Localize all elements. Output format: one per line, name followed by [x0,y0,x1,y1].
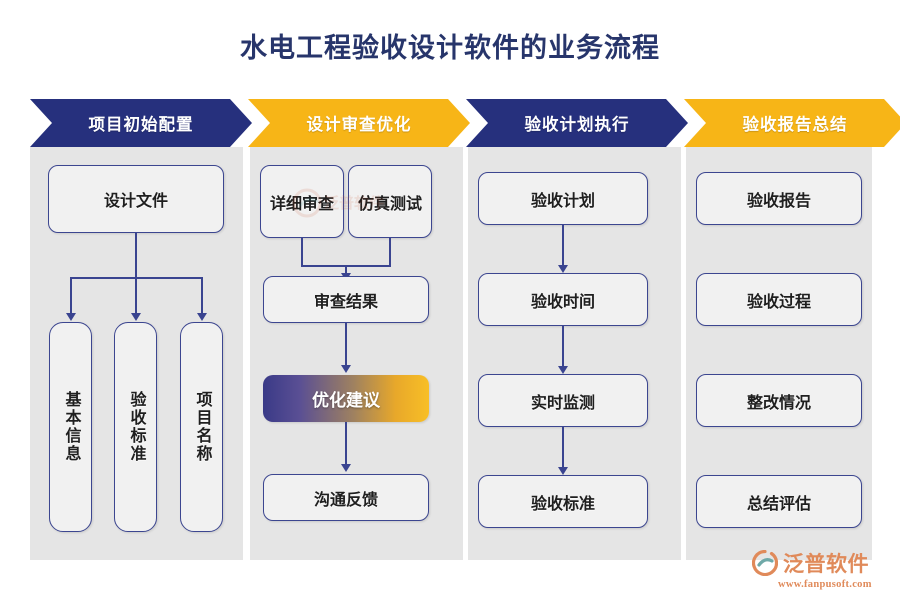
node-review-result[interactable]: 审查结果 [263,276,429,323]
node-rectification-status[interactable]: 整改情况 [696,374,862,427]
connector-col3-3 [562,427,564,469]
connector-col2-to-feedback [345,422,347,466]
page-title: 水电工程验收设计软件的业务流程 [240,33,660,63]
connector-col1-branch-mid [135,277,137,315]
node-simulation-test[interactable]: 仿真测试 [348,165,432,238]
connector-col1-branch-left [70,277,72,315]
connector-col2-merge-stem [345,265,347,275]
node-acceptance-process[interactable]: 验收过程 [696,273,862,326]
logo-name: 泛普软件 [783,553,869,576]
node-communication-feedback[interactable]: 沟通反馈 [263,474,429,521]
stage-banner-4[interactable]: 验收报告总结 [684,99,900,147]
stage-banner-2[interactable]: 设计审查优化 [248,99,470,147]
node-optimization-suggestion[interactable]: 优化建议 [263,375,429,422]
node-acceptance-standard-col1[interactable]: 验收标准 [114,322,157,532]
node-acceptance-time[interactable]: 验收时间 [478,273,648,326]
connector-col3-2 [562,326,564,368]
stage-banner-3[interactable]: 验收计划执行 [466,99,688,147]
stage-banner-row: 项目初始配置 设计审查优化 验收计划执行 验收报告总结 [0,99,900,147]
connector-col2-left-drop [301,238,303,266]
connector-col1-branch-right [201,277,203,315]
logo-url: www.fanpusoft.com [778,579,872,590]
fanpu-swoosh-icon [752,550,778,576]
arrowhead-col1-left [66,313,76,321]
node-design-file[interactable]: 设计文件 [48,165,224,233]
connector-col3-1 [562,225,564,267]
arrowhead-col2-feedback [341,464,351,472]
node-acceptance-report[interactable]: 验收报告 [696,172,862,225]
arrowhead-col1-mid [131,313,141,321]
arrowhead-col1-right [197,313,207,321]
node-acceptance-standard-col3[interactable]: 验收标准 [478,475,648,528]
arrowhead-col2-highlight [341,365,351,373]
node-project-name[interactable]: 项目名称 [180,322,223,532]
connector-col1-trunk [135,233,137,278]
connector-col2-right-drop [389,238,391,266]
arrowhead-col3-3 [558,467,568,475]
arrowhead-col3-2 [558,366,568,374]
stage-banner-1[interactable]: 项目初始配置 [30,99,252,147]
node-acceptance-plan[interactable]: 验收计划 [478,172,648,225]
arrowhead-col3-1 [558,265,568,273]
node-basic-info[interactable]: 基本信息 [49,322,92,532]
node-realtime-monitoring[interactable]: 实时监测 [478,374,648,427]
node-detailed-review[interactable]: 详细审查 [260,165,344,238]
connector-col2-to-highlight [345,323,347,367]
node-summary-evaluation[interactable]: 总结评估 [696,475,862,528]
brand-logo: 泛普软件 www.fanpusoft.com [752,548,892,592]
